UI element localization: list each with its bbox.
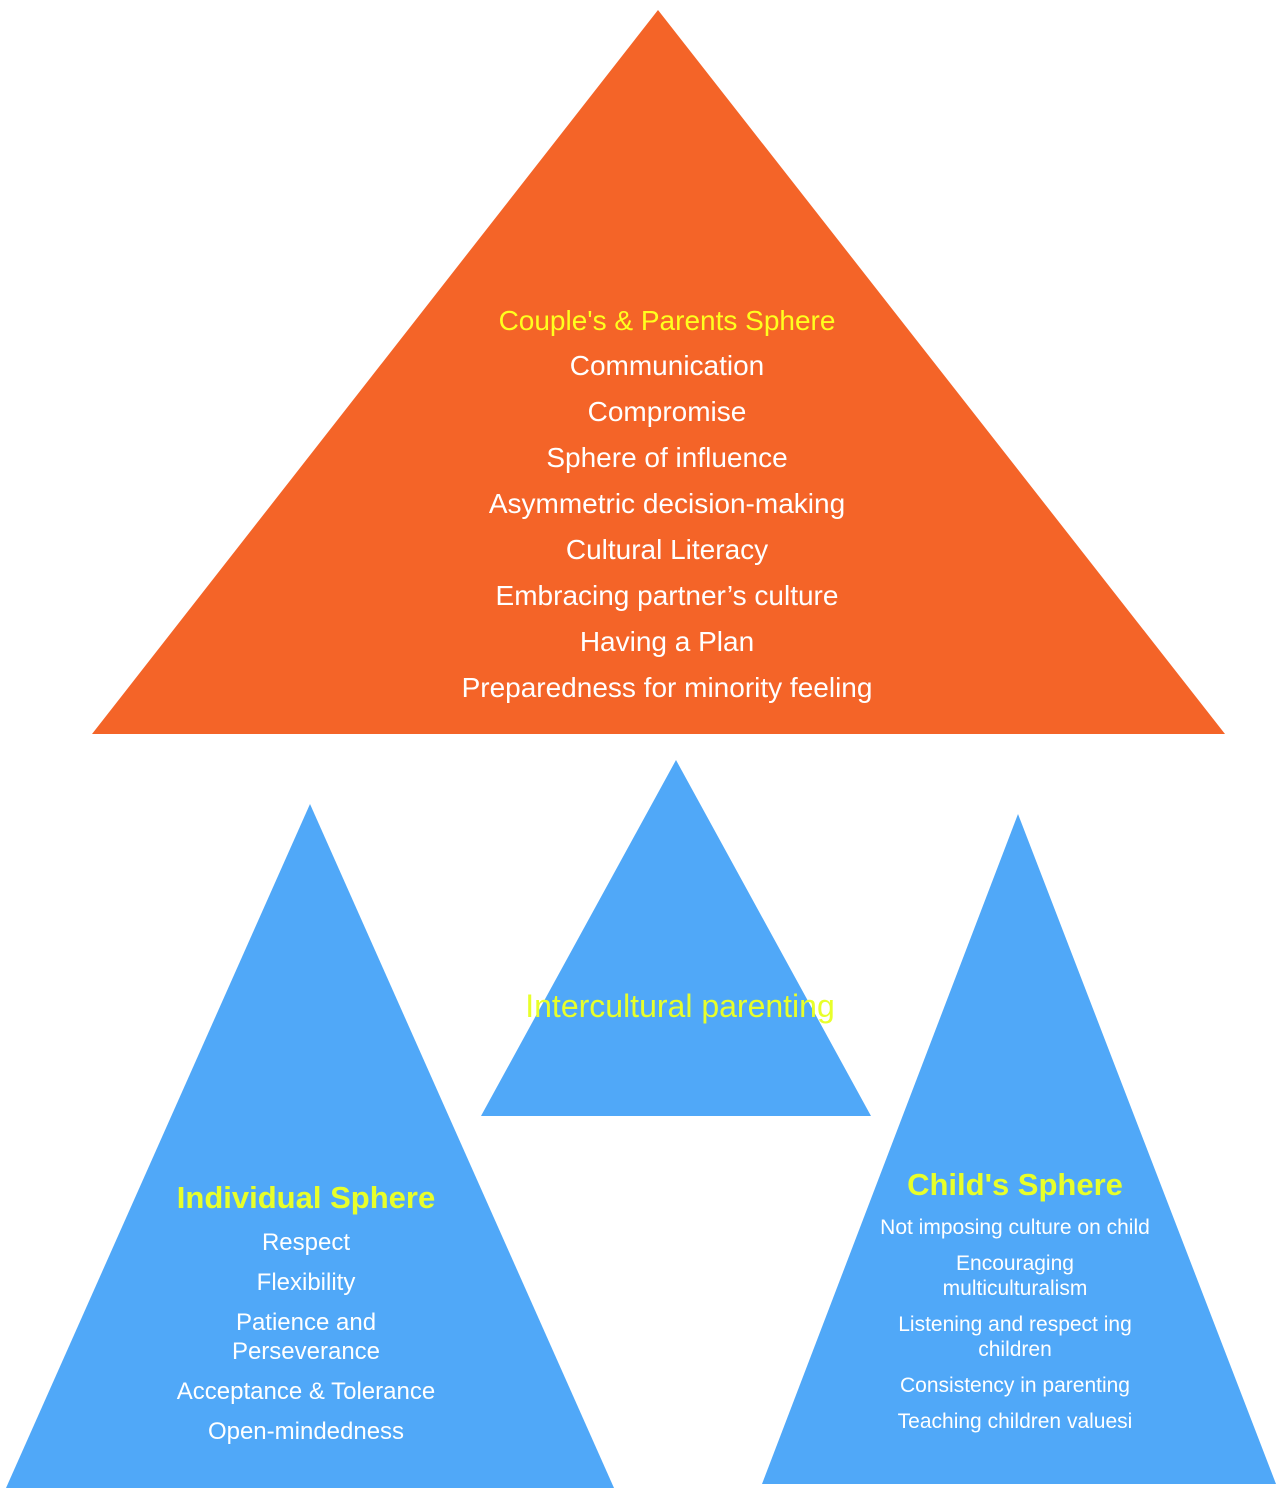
couples-sphere-text: Couple's & Parents Sphere Communication … [367, 302, 967, 714]
child-sphere-item: Teaching children valuesi [897, 1410, 1133, 1433]
individual-sphere-title: Individual Sphere [176, 1180, 436, 1215]
couples-sphere-item: Sphere of influence [546, 442, 788, 473]
individual-sphere-item: Acceptance & Tolerance [176, 1378, 436, 1405]
child-sphere-item: Consistency in parenting [900, 1374, 1130, 1397]
couples-sphere-triangle [92, 10, 1225, 734]
couples-sphere-item: Embracing partner’s culture [495, 580, 839, 611]
couples-sphere-item: Compromise [587, 396, 747, 427]
individual-sphere-triangle [6, 804, 614, 1488]
couples-sphere-item: Having a Plan [579, 626, 755, 657]
intercultural-parenting-text: Intercultural parenting [520, 988, 840, 1024]
individual-sphere-item: Flexibility [256, 1269, 356, 1296]
couples-sphere-item: Cultural Literacy [565, 534, 769, 565]
child-sphere-item: Listening and respect ing children [898, 1313, 1132, 1361]
child-sphere-triangle [762, 814, 1276, 1484]
intercultural-parenting-title: Intercultural parenting [525, 988, 835, 1024]
child-sphere-item: Encouraging multiculturalism [942, 1252, 1088, 1300]
couples-sphere-item: Preparedness for minority feeling [461, 672, 873, 703]
individual-sphere-item: Respect [261, 1229, 351, 1256]
child-sphere-text: Child's Sphere Not imposing culture on c… [870, 1165, 1160, 1445]
couples-sphere-item: Communication [569, 350, 765, 381]
couples-sphere-item: Asymmetric decision-making [488, 488, 846, 519]
intercultural-parenting-triangle [481, 760, 871, 1116]
couples-sphere-title: Couple's & Parents Sphere [498, 305, 836, 336]
individual-sphere-item: Patience and Perseverance [231, 1309, 381, 1365]
child-sphere-item: Not imposing culture on child [880, 1216, 1150, 1239]
individual-sphere-text: Individual Sphere Respect Flexibility Pa… [156, 1178, 456, 1457]
child-sphere-title: Child's Sphere [907, 1167, 1123, 1202]
individual-sphere-item: Open-mindedness [207, 1418, 405, 1445]
